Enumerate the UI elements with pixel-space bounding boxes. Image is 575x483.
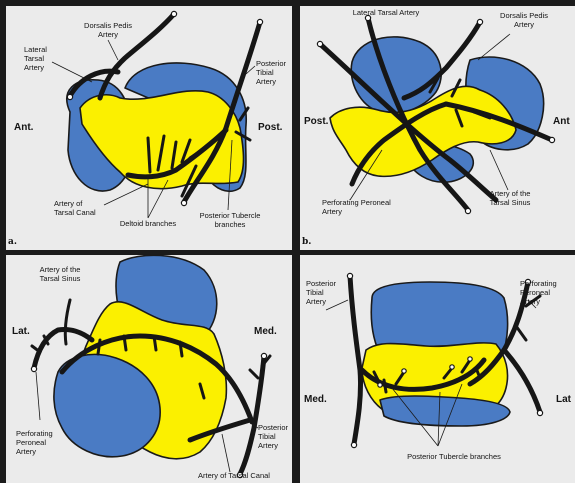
panel-d-vessel-tip xyxy=(351,442,356,447)
panel-a-vessel-tip xyxy=(171,11,176,16)
panel-c-orientation-left: Lat. xyxy=(12,326,30,337)
panel-d-orientation-left: Med. xyxy=(304,394,327,405)
panel-d-vessel-tip xyxy=(347,273,352,278)
panel-d-orientation-right: Lat xyxy=(556,394,572,405)
panel-a-vessel-tip xyxy=(181,200,186,205)
panel-c-vessel-tip xyxy=(261,353,266,358)
panel-d-vessel-tip xyxy=(468,357,472,361)
panel-a-label: a. xyxy=(8,237,17,247)
panel-d-vessel-tip xyxy=(378,383,382,387)
panel-d-vessel-tip xyxy=(402,369,406,373)
panel-b-label: b. xyxy=(302,237,311,247)
panel-c-label-tarsal-canal: Artery of Tarsal Canal xyxy=(198,471,270,480)
panel-b-vessel-tip xyxy=(477,19,482,24)
panel-a-vessel-tip xyxy=(67,94,72,99)
panel-c-vessel-tip xyxy=(31,366,36,371)
panel-b-vessel-tip xyxy=(465,208,470,213)
panel-b-label-lateral-tarsal: Lateral Tarsal Artery xyxy=(353,8,420,17)
panel-a-orientation-left: Ant. xyxy=(14,122,34,133)
panel-b-vessel-tip xyxy=(549,137,554,142)
panel-a-orientation-right: Post. xyxy=(258,122,283,133)
panel-d-vessel-tip xyxy=(537,410,542,415)
panel-d-label-posterior-tubercle: Posterior Tubercle branches xyxy=(407,452,501,461)
panel-c-orientation-right: Med. xyxy=(254,326,277,337)
panel-a-vessel-tip xyxy=(257,19,262,24)
panel-d-vessel-tip xyxy=(450,365,454,369)
panel-b-vessel-tip xyxy=(317,41,322,46)
panel-b-orientation-left: Post. xyxy=(304,116,329,127)
panel-a-label-deltoid: Deltoid branches xyxy=(120,219,177,228)
panel-b-orientation-right: Ant xyxy=(553,116,570,127)
